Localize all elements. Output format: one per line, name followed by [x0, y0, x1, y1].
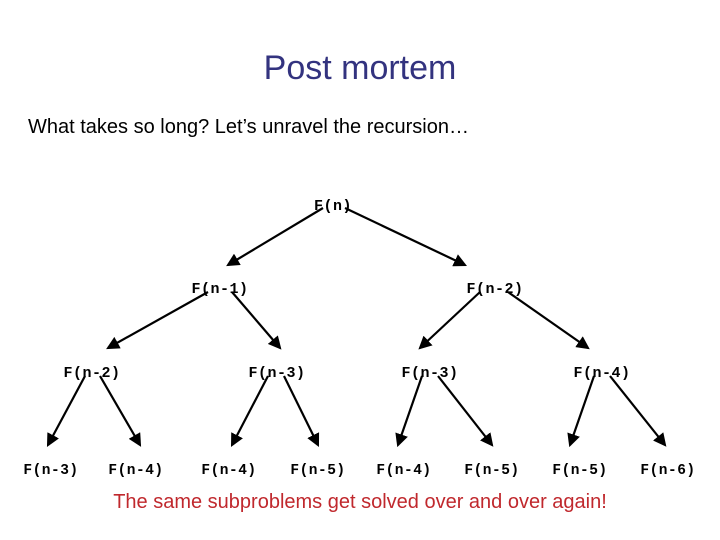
tree-edge-arrow — [507, 291, 590, 350]
tree-edges — [46, 207, 667, 448]
tree-edge-arrow — [567, 375, 596, 448]
tree-node: F(n-2) — [466, 281, 524, 298]
page-title: Post mortem — [263, 49, 457, 87]
tree-edge-arrow — [418, 291, 481, 350]
tree-node: F(n-5) — [464, 463, 520, 479]
slide-footer-note: The same subproblems get solved over and… — [113, 491, 607, 513]
tree-edge-arrow — [609, 375, 667, 447]
tree-edge-arrow — [99, 375, 142, 447]
tree-edge-arrow — [395, 375, 424, 448]
tree-edge-arrow — [46, 375, 86, 447]
tree-node: F(n-6) — [640, 463, 696, 479]
tree-edge-arrow — [226, 207, 324, 267]
tree-node: F(n-5) — [290, 463, 346, 479]
tree-node: F(n-5) — [552, 463, 608, 479]
tree-node: F(n-4) — [376, 463, 432, 479]
tree-edge-arrow — [230, 375, 269, 447]
tree-node: F(n-3) — [248, 365, 306, 382]
tree-node: F(n-4) — [573, 365, 631, 382]
tree-edge-arrow — [437, 375, 494, 447]
tree-node: F(n-3) — [401, 365, 459, 382]
tree-edge-arrow — [283, 375, 320, 447]
tree-node: F(n-4) — [108, 463, 164, 479]
tree-edge-arrow — [344, 207, 467, 267]
tree-node: F(n-4) — [201, 463, 257, 479]
tree-node: F(n-1) — [191, 281, 249, 298]
tree-node: F(n-3) — [23, 463, 79, 479]
tree-edge-arrow — [106, 291, 209, 350]
slide-subtitle: What takes so long? Let’s unravel the re… — [28, 116, 469, 138]
tree-node: F(n) — [313, 198, 353, 215]
tree-edge-arrow — [231, 291, 282, 350]
tree-node: F(n-2) — [63, 365, 121, 382]
